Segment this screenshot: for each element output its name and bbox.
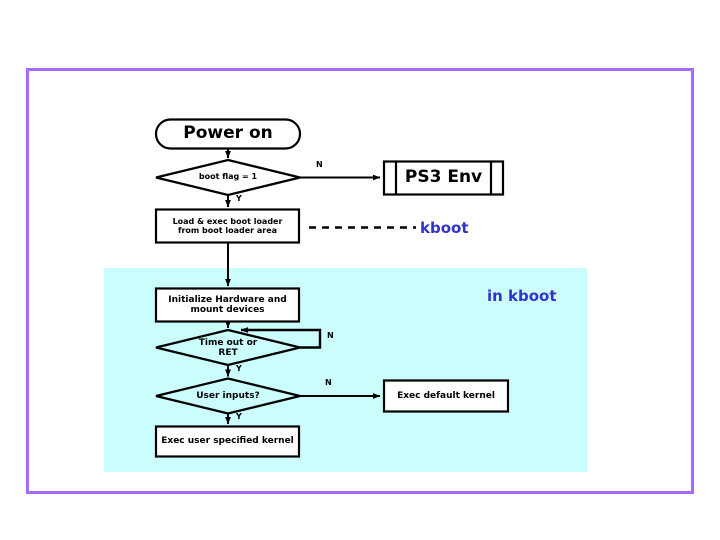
branch-label-user-inputs-yes: Y <box>236 412 242 421</box>
node-exec-default-kernel-shape[interactable] <box>382 379 510 413</box>
branch-label-user-inputs-no: N <box>325 378 332 387</box>
node-load-exec-boot-loader-shape[interactable] <box>154 208 301 244</box>
branch-label-boot-flag-no: N <box>316 160 323 169</box>
node-boot-flag-shape[interactable] <box>155 158 301 197</box>
slide-frame-border <box>26 68 694 494</box>
node-ps3-env-shape[interactable] <box>382 160 505 196</box>
branch-label-time-out-yes: Y <box>236 364 242 373</box>
branch-label-boot-flag-yes: Y <box>236 194 242 203</box>
node-time-out-or-ret-shape[interactable] <box>155 328 301 367</box>
annotation-in-kboot: in kboot <box>487 287 557 305</box>
node-user-inputs-shape[interactable] <box>155 377 301 415</box>
node-power-on-shape[interactable] <box>154 118 302 150</box>
node-init-hardware-shape[interactable] <box>154 287 301 323</box>
branch-label-time-out-no: N <box>327 331 334 340</box>
edge-time-out-no-loop-back <box>240 327 322 349</box>
node-exec-user-kernel-shape[interactable] <box>154 425 301 458</box>
annotation-kboot: kboot <box>420 219 469 237</box>
